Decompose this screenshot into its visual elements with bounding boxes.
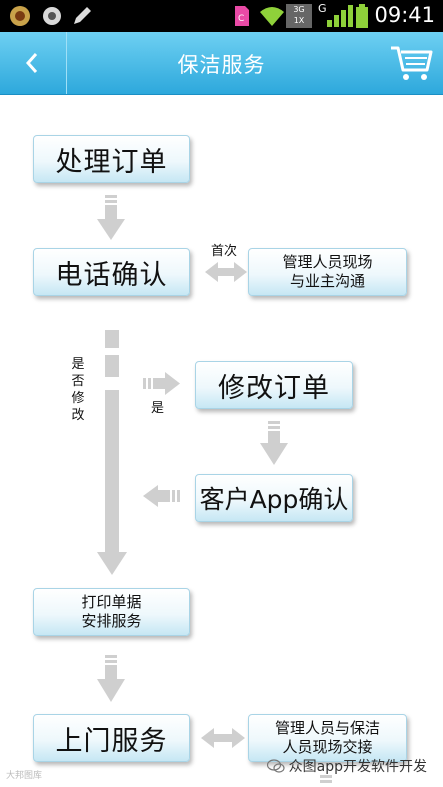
chevron-left-icon (25, 53, 38, 73)
step-client-confirm: 客户App确认 (195, 474, 353, 522)
left-watermark-text: 大邦图库 (6, 771, 43, 781)
step-home-service: 上门服务 (33, 714, 190, 762)
cart-icon[interactable] (389, 44, 433, 82)
arrow-double-1 (205, 262, 247, 282)
title-bar: 保洁服务 (0, 32, 443, 95)
sim-type-label: 1X (293, 16, 305, 25)
arrow-down-3 (97, 655, 125, 702)
arrow-down-continue (320, 775, 332, 783)
app-notification-icon (10, 6, 30, 26)
signal-type-label: G (318, 2, 327, 15)
back-button[interactable] (0, 32, 67, 94)
side-manager-talk: 管理人员现场 与业主沟通 (248, 248, 407, 296)
svg-text:C: C (238, 14, 244, 24)
battery-icon (356, 4, 368, 28)
step-modify-order: 修改订单 (195, 361, 353, 409)
label-modify-question: 是否修改 (71, 357, 85, 423)
label-first-time: 首次 (211, 244, 238, 259)
status-time: 09:41 (374, 3, 435, 27)
status-bar: C 3G 1X G 09:41 (0, 0, 443, 32)
pencil-icon (74, 7, 91, 24)
arrow-double-2 (201, 728, 245, 748)
right-watermark: 众图app开发软件开发 (266, 756, 427, 776)
flower-notification-icon (43, 7, 61, 25)
step-process-order: 处理订单 (33, 135, 190, 183)
wifi-icon (260, 7, 284, 26)
network-type-badge: 3G 1X (286, 4, 312, 28)
arrow-down-long (97, 330, 127, 575)
arrow-down-2 (260, 421, 288, 465)
arrow-down-1 (97, 195, 125, 240)
page-title: 保洁服务 (177, 53, 266, 77)
arrow-left-back (143, 485, 180, 507)
label-yes: 是 (151, 401, 165, 416)
right-watermark-text: 众图app开发软件开发 (288, 759, 427, 775)
signal-strength-icon (327, 5, 353, 27)
network-type-label: 3G (293, 5, 305, 14)
arrow-right-yes (143, 372, 180, 395)
side-manager-handover: 管理人员与保洁 人员现场交接 (248, 714, 407, 762)
left-watermark: 大邦图库 (6, 768, 42, 781)
step-phone-confirm: 电话确认 (33, 248, 190, 296)
wechat-icon (266, 759, 285, 773)
sim-card-icon: C (235, 6, 249, 26)
step-print-receipt: 打印单据 安排服务 (33, 588, 190, 636)
